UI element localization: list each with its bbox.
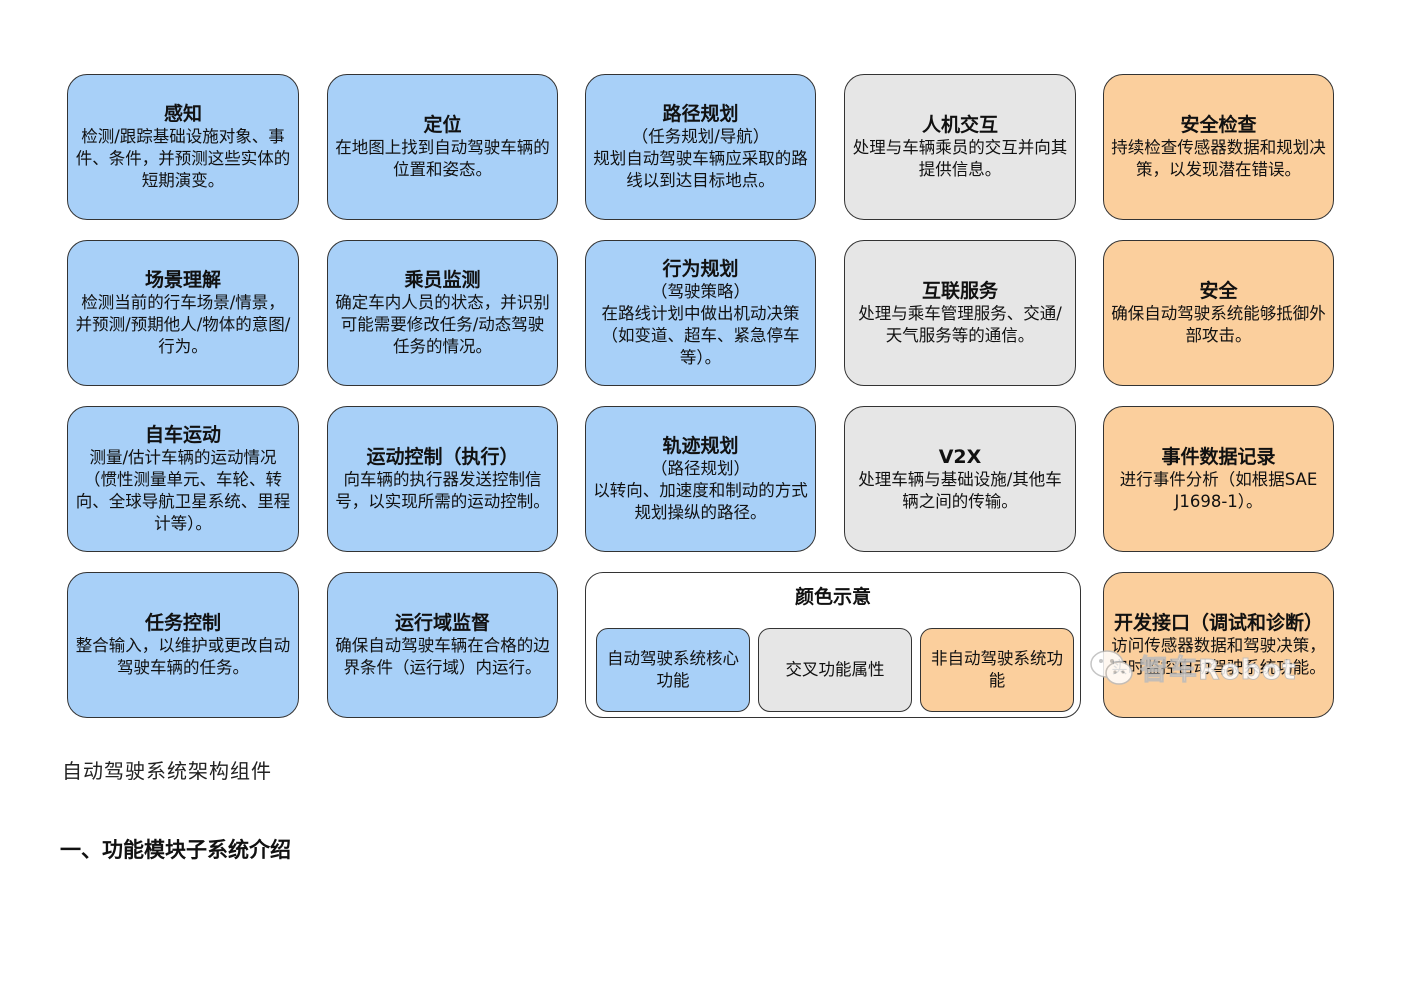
card-occupant-monitoring: 乘员监测 确定车内人员的状态，并识别可能需要修改任务/动态驾驶任务的情况。 xyxy=(327,240,558,386)
card-title: 安全 xyxy=(1199,279,1238,302)
card-body: 访问传感器数据和驾驶决策，实时监控自动驾驶系统功能。 xyxy=(1111,635,1326,677)
card-mission-control: 任务控制 整合输入，以维护或更改自动驾驶车辆的任务。 xyxy=(67,572,299,718)
card-body: 处理车辆与基础设施/其他车辆之间的传输。 xyxy=(858,469,1062,511)
card-subtitle: （任务规划/导航） xyxy=(631,126,770,146)
card-ego-motion: 自车运动 测量/估计车辆的运动情况（惯性测量单元、车轮、转向、全球导航卫星系统、… xyxy=(67,406,299,552)
card-motion-control: 运动控制（执行） 向车辆的执行器发送控制信号，以实现所需的运动控制。 xyxy=(327,406,558,552)
card-body: 在路线计划中做出机动决策（如变道、超车、紧急停车等）。 xyxy=(601,303,800,367)
card-body: 检测当前的行车场景/情景，并预测/预期他人/物体的意图/行为。 xyxy=(75,292,291,356)
card-body: 确保自动驾驶系统能够抵御外部攻击。 xyxy=(1111,303,1326,345)
card-title: 运行域监督 xyxy=(394,611,490,634)
card-body: 整合输入，以维护或更改自动驾驶车辆的任务。 xyxy=(75,635,291,677)
legend-swatch-core: 自动驾驶系统核心功能 xyxy=(596,628,750,712)
figure-caption: 自动驾驶系统架构组件 xyxy=(62,759,272,783)
legend-label: 交叉功能属性 xyxy=(785,660,885,679)
card-body: 向车辆的执行器发送控制信号，以实现所需的运动控制。 xyxy=(335,469,550,511)
card-body: 确保自动驾驶车辆在合格的边界条件（运行域）内运行。 xyxy=(335,635,550,677)
card-title: 定位 xyxy=(423,113,462,136)
card-body: 处理与乘车管理服务、交通/天气服务等的通信。 xyxy=(858,303,1062,345)
card-title: 安全检查 xyxy=(1180,113,1257,136)
legend-swatch-non-ads: 非自动驾驶系统功能 xyxy=(920,628,1074,712)
card-body: 以转向、加速度和制动的方式规划操纵的路径。 xyxy=(593,480,808,522)
card-title: 人机交互 xyxy=(921,113,998,136)
card-title: 轨迹规划 xyxy=(662,434,739,457)
card-title: 运动控制（执行） xyxy=(366,445,519,468)
card-title: 场景理解 xyxy=(144,268,221,291)
card-title: 互联服务 xyxy=(921,279,998,302)
card-body: 持续检查传感器数据和规划决策，以发现潜在错误。 xyxy=(1111,137,1326,179)
card-title: 事件数据记录 xyxy=(1161,445,1276,468)
card-hmi: 人机交互 处理与车辆乘员的交互并向其提供信息。 xyxy=(844,74,1076,220)
card-v2x: V2X 处理车辆与基础设施/其他车辆之间的传输。 xyxy=(844,406,1076,552)
card-safety-check: 安全检查 持续检查传感器数据和规划决策，以发现潜在错误。 xyxy=(1103,74,1334,220)
legend-title: 颜色示意 xyxy=(794,586,871,608)
card-title: 感知 xyxy=(163,102,202,125)
card-perception: 感知 检测/跟踪基础设施对象、事件、条件，并预测这些实体的短期演变。 xyxy=(67,74,299,220)
card-body: 在地图上找到自动驾驶车辆的位置和姿态。 xyxy=(335,137,550,179)
card-body: 检测/跟踪基础设施对象、事件、条件，并预测这些实体的短期演变。 xyxy=(75,126,291,190)
card-odd-supervision: 运行域监督 确保自动驾驶车辆在合格的边界条件（运行域）内运行。 xyxy=(327,572,558,718)
card-dev-interface: 开发接口（调试和诊断） 访问传感器数据和驾驶决策，实时监控自动驾驶系统功能。 xyxy=(1103,572,1334,718)
card-body: 规划自动驾驶车辆应采取的路线以到达目标地点。 xyxy=(593,148,808,190)
card-body: 确定车内人员的状态，并识别可能需要修改任务/动态驾驶任务的情况。 xyxy=(335,292,550,356)
card-title: 开发接口（调试和诊断） xyxy=(1113,611,1323,634)
card-title: 自车运动 xyxy=(144,423,221,446)
card-title: 任务控制 xyxy=(144,611,221,634)
card-security: 安全 确保自动驾驶系统能够抵御外部攻击。 xyxy=(1103,240,1334,386)
legend-swatch-cross: 交叉功能属性 xyxy=(758,628,912,712)
card-title: 行为规划 xyxy=(662,257,739,280)
legend-label: 非自动驾驶系统功能 xyxy=(931,649,1063,690)
card-body: 进行事件分析（如根据SAE J1698-1）。 xyxy=(1119,469,1318,511)
legend-label: 自动驾驶系统核心功能 xyxy=(607,649,739,690)
card-subtitle: （路径规划） xyxy=(651,458,750,478)
section-heading: 一、功能模块子系统介绍 xyxy=(60,838,291,862)
card-scene-understanding: 场景理解 检测当前的行车场景/情景，并预测/预期他人/物体的意图/行为。 xyxy=(67,240,299,386)
card-route-planning: 路径规划 （任务规划/导航） 规划自动驾驶车辆应采取的路线以到达目标地点。 xyxy=(585,74,816,220)
card-localization: 定位 在地图上找到自动驾驶车辆的位置和姿态。 xyxy=(327,74,558,220)
card-title: V2X xyxy=(938,445,982,468)
card-body: 测量/估计车辆的运动情况（惯性测量单元、车轮、转向、全球导航卫星系统、里程计等）… xyxy=(75,447,291,533)
card-title: 乘员监测 xyxy=(404,268,481,291)
card-event-data-recording: 事件数据记录 进行事件分析（如根据SAE J1698-1）。 xyxy=(1103,406,1334,552)
card-behavior-planning: 行为规划 （驾驶策略） 在路线计划中做出机动决策（如变道、超车、紧急停车等）。 xyxy=(585,240,816,386)
card-subtitle: （驾驶策略） xyxy=(651,281,750,301)
card-trajectory-planning: 轨迹规划 （路径规划） 以转向、加速度和制动的方式规划操纵的路径。 xyxy=(585,406,816,552)
card-title: 路径规划 xyxy=(662,102,739,125)
color-legend: 颜色示意 自动驾驶系统核心功能 交叉功能属性 非自动驾驶系统功能 xyxy=(585,572,1081,718)
card-connected-services: 互联服务 处理与乘车管理服务、交通/天气服务等的通信。 xyxy=(844,240,1076,386)
card-body: 处理与车辆乘员的交互并向其提供信息。 xyxy=(852,137,1068,179)
